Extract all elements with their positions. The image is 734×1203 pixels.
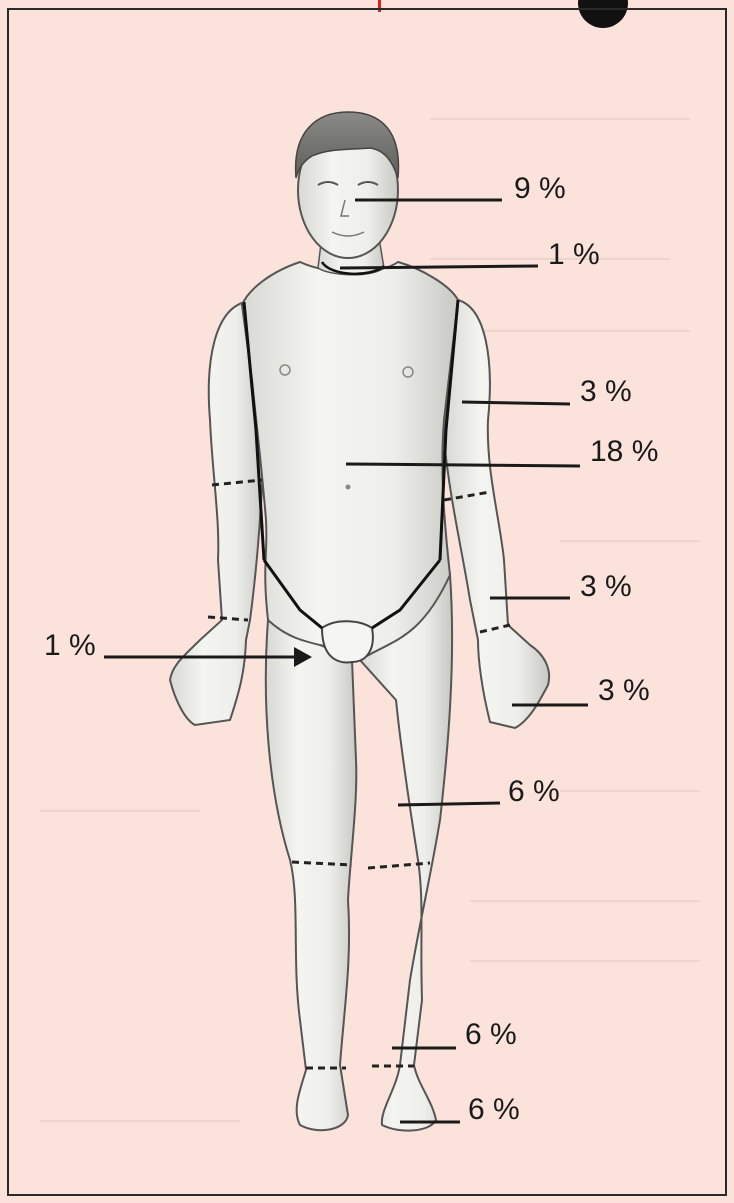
- right-arm: [444, 300, 549, 728]
- label-foot: 6 %: [468, 1095, 520, 1125]
- genital-region: [322, 621, 373, 662]
- label-head: 9 %: [514, 174, 566, 204]
- label-genitals: 1 %: [44, 631, 96, 661]
- navel: [346, 485, 351, 490]
- label-trunk: 18 %: [590, 437, 658, 467]
- left-leg: [266, 620, 357, 1130]
- label-forearm: 3 %: [580, 572, 632, 602]
- label-lower-leg: 6 %: [465, 1020, 517, 1050]
- label-thigh: 6 %: [508, 777, 560, 807]
- label-hand: 3 %: [598, 676, 650, 706]
- label-neck: 1 %: [548, 240, 600, 270]
- label-upper-arm: 3 %: [580, 377, 632, 407]
- torso: [242, 262, 458, 660]
